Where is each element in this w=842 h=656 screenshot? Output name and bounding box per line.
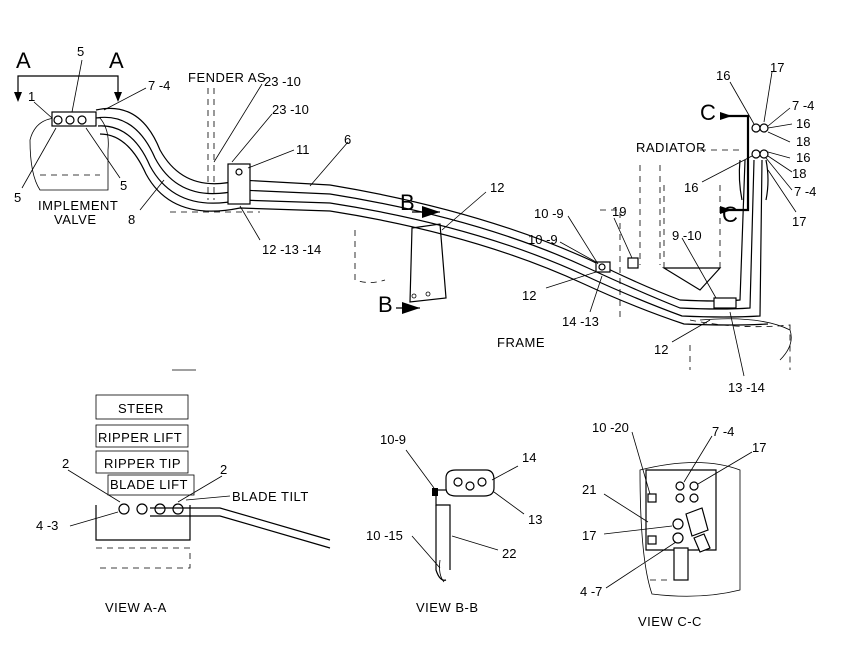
section-c-label-top: C: [700, 100, 716, 125]
section-a-arrow-right: [114, 92, 122, 102]
callout-16-lower: 16: [796, 150, 810, 165]
callout-12-middle: 12: [522, 288, 536, 303]
view-aa-callout-2-right: 2: [220, 462, 227, 477]
callout-11: 11: [296, 142, 310, 157]
implement-valve-label-2: VALVE: [54, 212, 96, 227]
section-a-label-right: A: [109, 48, 124, 73]
callout-1: 1: [28, 89, 35, 104]
callout-14-13: 14 -13: [562, 314, 599, 329]
section-c-marker: C C: [700, 100, 750, 227]
callout-12-13-14: 12 -13 -14: [262, 242, 321, 257]
view-cc-callout-7-4: 7 -4: [712, 424, 734, 439]
section-a-label-left: A: [16, 48, 31, 73]
callout-17-top: 17: [770, 60, 784, 75]
view-cc-callout-17-top: 17: [752, 440, 766, 455]
callout-10-9-upper: 10 -9: [534, 206, 564, 221]
ripper-tip-label: RIPPER TIP: [104, 456, 181, 471]
steer-box: [95, 394, 189, 420]
callout-12-upper: 12: [490, 180, 504, 195]
view-aa-title: VIEW A-A: [105, 600, 167, 615]
radiator-outline: RADIATOR: [636, 140, 722, 291]
clamp-13-14: [713, 297, 737, 309]
view-b-b: 10-9 14 13 10 -15 22 VIEW B-B: [366, 432, 542, 615]
view-bb-callout-14: 14: [522, 450, 536, 465]
section-b-label-bottom: B: [378, 292, 393, 317]
fittings-10-9: [595, 257, 639, 273]
view-cc-title: VIEW C-C: [638, 614, 702, 629]
view-cc-callout-21: 21: [582, 482, 596, 497]
callout-16-top: 16: [716, 68, 730, 83]
fender-outline: FENDER AS: [170, 70, 266, 213]
callout-5-left: 5: [14, 190, 21, 205]
view-bb-callout-10-9: 10-9: [380, 432, 406, 447]
view-bb-callout-22: 22: [502, 546, 516, 561]
callout-13-14: 13 -14: [728, 380, 765, 395]
callout-6: 6: [344, 132, 351, 147]
callout-19: 19: [612, 204, 626, 219]
steer-label: STEER: [118, 401, 164, 416]
callout-18-lower: 18: [792, 166, 806, 181]
fender-label: FENDER AS: [188, 70, 266, 85]
section-b-label-top: B: [400, 190, 415, 215]
view-bb-title: VIEW B-B: [416, 600, 479, 615]
ripper-lift-label: RIPPER LIFT: [98, 430, 182, 445]
main-view: A A IMPLEMENT VALVE FENDER AS: [14, 44, 816, 395]
callout-16-upper: 16: [796, 116, 810, 131]
ripper-tip-box: [95, 450, 189, 474]
callout-5-right: 5: [120, 178, 127, 193]
callout-16-left: 16: [684, 180, 698, 195]
view-bb-callout-10-15: 10 -15: [366, 528, 403, 543]
callout-18-upper: 18: [796, 134, 810, 149]
radiator-label: RADIATOR: [636, 140, 706, 155]
section-a-arrow-left: [14, 92, 22, 102]
blade-lift-label: BLADE LIFT: [110, 477, 188, 492]
implement-valve: IMPLEMENT VALVE: [29, 111, 118, 227]
callout-5-top: 5: [77, 44, 84, 59]
callout-10-9-lower: 10 -9: [528, 232, 558, 247]
callout-23-10-upper: 23 -10: [264, 74, 301, 89]
fittings-top-right: [738, 123, 769, 201]
callout-9-10: 9 -10: [672, 228, 702, 243]
blade-tilt-label: BLADE TILT: [232, 489, 309, 504]
callout-7-4-top: 7 -4: [792, 98, 814, 113]
ripper-lift-box: [95, 424, 189, 448]
implement-valve-label-1: IMPLEMENT: [38, 198, 118, 213]
callout-17-bottom: 17: [792, 214, 806, 229]
section-c-label-bottom: C: [722, 202, 738, 227]
callout-12-lower: 12: [654, 342, 668, 357]
leader-lines: [21, 59, 797, 377]
view-aa-callout-2-left: 2: [62, 456, 69, 471]
section-a-marker: A A: [14, 48, 124, 102]
view-bb-callout-13: 13: [528, 512, 542, 527]
view-cc-callout-4-7: 4 -7: [580, 584, 602, 599]
callout-23-10-lower: 23 -10: [272, 102, 309, 117]
view-cc-callout-10-20: 10 -20: [592, 420, 629, 435]
callout-8: 8: [128, 212, 135, 227]
hydraulic-lines: [95, 107, 769, 326]
callout-7-4-valve: 7 -4: [148, 78, 170, 93]
frame-label: FRAME: [497, 335, 545, 350]
callout-7-4-bottom: 7 -4: [794, 184, 816, 199]
view-a-a: STEER RIPPER LIFT RIPPER TIP BLADE LIFT …: [36, 394, 331, 615]
view-aa-callout-4-3: 4 -3: [36, 518, 58, 533]
blade-lift-box: [107, 474, 195, 496]
view-cc-callout-17-bottom: 17: [582, 528, 596, 543]
section-b-marker: B B: [378, 190, 447, 317]
clamp-12-13-14: [227, 163, 251, 205]
view-c-c: 10 -20 7 -4 17 21 17 4 -7 VIEW C-C: [580, 420, 766, 629]
section-a-line: [17, 75, 119, 98]
